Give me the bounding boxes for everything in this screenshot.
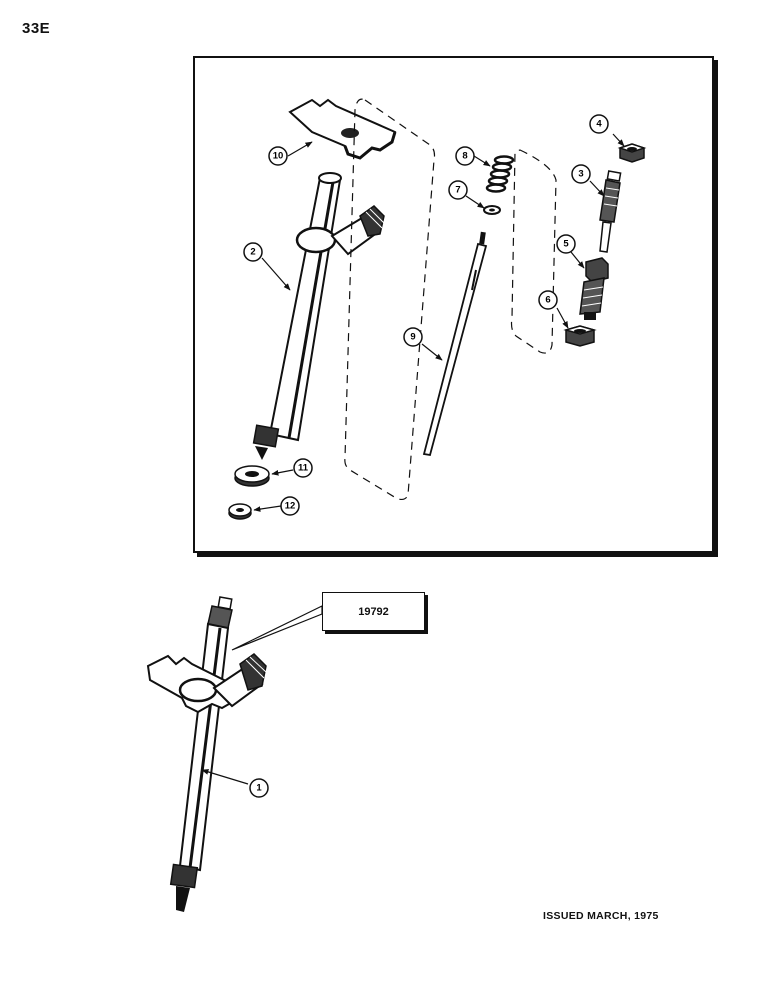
assembled-injector: [146, 596, 267, 912]
callout-pointer: [231, 605, 323, 651]
issue-date: ISSUED MARCH, 1975: [543, 910, 659, 922]
injector-body-part: [252, 172, 385, 460]
callout-circle-1: [249, 778, 269, 798]
part-label-8: 8: [462, 151, 467, 162]
reference-number-box: 19792: [322, 592, 425, 631]
page-number: 33E: [22, 20, 51, 37]
group-outline: [510, 149, 557, 354]
group-outline: [344, 98, 436, 501]
cap-fitting-part: [579, 257, 609, 320]
part-label-12: 12: [285, 501, 296, 512]
part-label-6: 6: [545, 295, 550, 306]
part-label-7: 7: [455, 185, 460, 196]
part-label-10: 10: [273, 151, 284, 162]
callout-circles: [243, 114, 609, 516]
seat-washer-part: [483, 205, 501, 215]
leader-lines: [253, 133, 625, 512]
part-label-1: 1: [256, 783, 262, 794]
reference-number: 19792: [358, 605, 389, 618]
part-label-9: 9: [410, 332, 415, 343]
part-label-11: 11: [298, 463, 309, 474]
leader-line-1: [201, 769, 249, 785]
part-label-2: 2: [250, 247, 255, 258]
nut-part: [617, 143, 647, 163]
adjusting-screw-part: [599, 170, 622, 253]
part-label-4: 4: [596, 119, 602, 130]
exploded-view-frame: [193, 56, 714, 553]
spring-part: [485, 155, 515, 193]
clamp-part: [288, 98, 397, 160]
part-label-3: 3: [578, 169, 583, 180]
lock-nut-part: [563, 325, 597, 347]
part-label-5: 5: [563, 239, 569, 250]
push-rod-part: [422, 231, 488, 457]
washer-part: [228, 465, 270, 520]
